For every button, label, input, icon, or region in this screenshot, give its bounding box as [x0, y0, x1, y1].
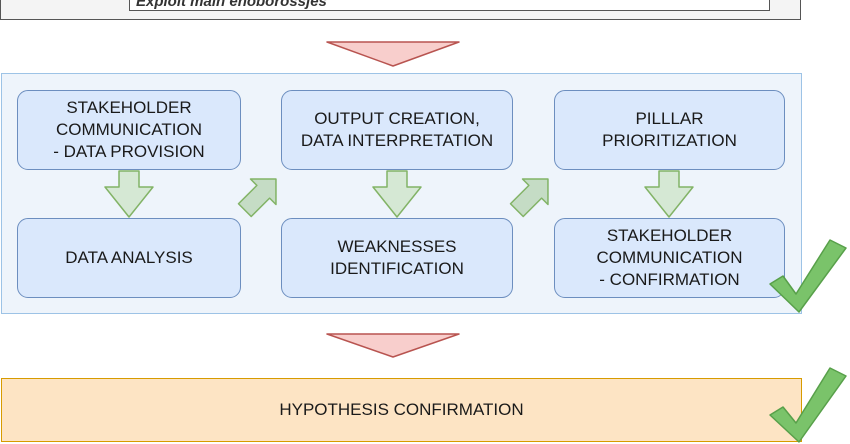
top-panel-text: Exploit main enoborossjes	[136, 0, 327, 10]
step-data-analysis: DATA ANALYSIS	[17, 218, 241, 298]
top-panel: Exploit main enoborossjes	[0, 0, 801, 20]
step-stakeholder-data-provision: STAKEHOLDER COMMUNICATION - DATA PROVISI…	[17, 90, 241, 170]
hypothesis-box: HYPOTHESIS CONFIRMATION	[1, 378, 802, 442]
step-weaknesses-identification: WEAKNESSES IDENTIFICATION	[281, 218, 513, 298]
hypothesis-label: HYPOTHESIS CONFIRMATION	[279, 400, 524, 419]
step-output-creation: OUTPUT CREATION, DATA INTERPRETATION	[281, 90, 513, 170]
flow-triangle-down-icon-bottom	[326, 333, 460, 358]
step-stakeholder-confirmation: STAKEHOLDER COMMUNICATION - CONFIRMATION	[554, 218, 785, 298]
step-pillar-prioritization: PILLLAR PRIORITIZATION	[554, 90, 785, 170]
top-panel-inner: Exploit main enoborossjes	[129, 0, 770, 11]
flow-triangle-down-icon-top	[326, 41, 460, 67]
